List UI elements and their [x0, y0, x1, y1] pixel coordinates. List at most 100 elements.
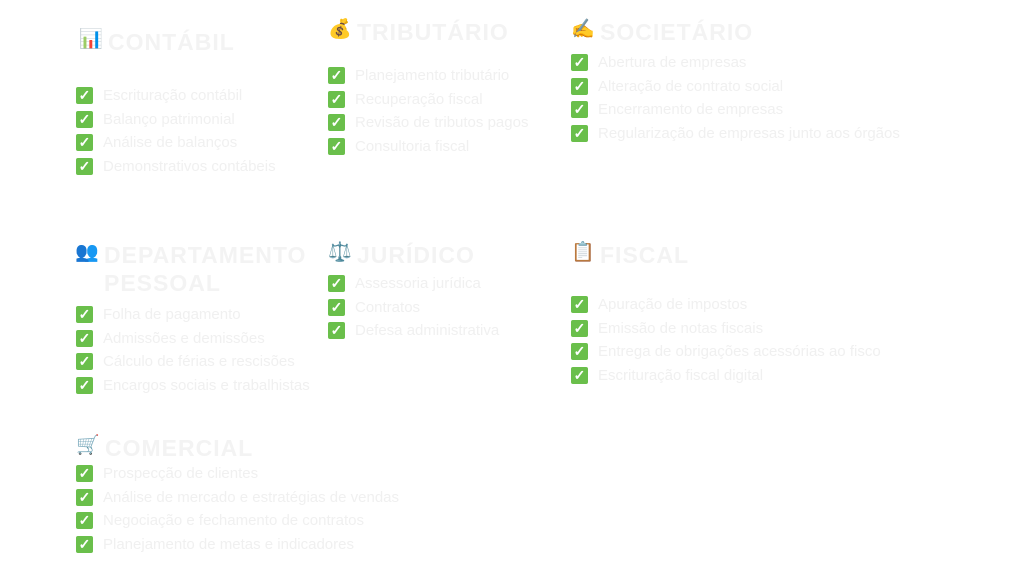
section-departamento-pessoal: 👥DEPARTAMENTO PESSOAL ✓ Folha de pagament…	[75, 241, 316, 398]
list-item: ✓ Prospecção de clientes	[76, 462, 399, 486]
list-item: ✓ Folha de pagamento	[76, 303, 316, 327]
section-comercial: 🛒COMERCIAL ✓ Prospecção de clientes ✓ Anál…	[76, 434, 399, 557]
list-item: ✓ Admissões e demissões	[76, 327, 316, 351]
check-icon: ✓	[328, 137, 345, 155]
item-text: Entrega de obrigações acessórias ao fisc…	[598, 343, 881, 361]
writing-hand-icon: ✍️	[571, 19, 595, 40]
item-text: Revisão de tributos pagos	[355, 114, 529, 132]
check-icon: ✓	[328, 67, 345, 85]
check-icon: ✓	[76, 306, 93, 324]
list-item: ✓ Apuração de impostos	[571, 293, 881, 317]
item-text: Balanço patrimonial	[103, 110, 235, 128]
item-text: Encargos sociais e trabalhistas	[103, 376, 310, 394]
section-fiscal: 📋FISCAL ✓ Apuração de impostos ✓ Emissão d…	[571, 241, 881, 388]
list-item: ✓ Emissão de notas fiscais	[571, 317, 881, 341]
check-icon: ✓	[571, 77, 588, 95]
list-item: ✓ Entrega de obrigações acessórias ao fis…	[571, 340, 881, 364]
list-item: ✓ Análise de balanços	[76, 131, 276, 155]
check-icon: ✓	[76, 353, 93, 371]
item-text: Assessoria jurídica	[355, 275, 481, 293]
list-item: ✓ Recuperação fiscal	[328, 88, 528, 112]
check-icon: ✓	[328, 114, 345, 132]
list-item: ✓ Regularização de empresas junto aos órg…	[571, 122, 900, 146]
section-title: TRIBUTÁRIO	[357, 19, 509, 45]
item-text: Apuração de impostos	[598, 296, 748, 314]
item-text: Abertura de empresas	[598, 54, 747, 72]
list-item: ✓ Cálculo de férias e rescisões	[76, 350, 316, 374]
list-item: ✓ Alteração de contrato social	[571, 75, 900, 99]
list-item: ✓ Defesa administrativa	[328, 319, 499, 343]
item-text: Escrituração contábil	[103, 87, 243, 105]
section-title: SOCIETÁRIO	[600, 19, 754, 45]
check-icon: ✓	[76, 535, 93, 553]
item-text: Demonstrativos contábeis	[103, 157, 276, 175]
list-item: ✓ Análise de mercado e estratégias de ven…	[76, 486, 399, 510]
section-title: JURÍDICO	[357, 242, 475, 268]
check-icon: ✓	[328, 322, 345, 340]
item-text: Planejamento de metas e indicadores	[103, 535, 354, 553]
check-icon: ✓	[76, 488, 93, 506]
list-item: ✓ Escrituração fiscal digital	[571, 364, 881, 388]
list-item: ✓ Demonstrativos contábeis	[76, 155, 276, 179]
list-item: ✓ Planejamento tributário	[328, 64, 528, 88]
list-item: ✓ Assessoria jurídica	[328, 272, 499, 296]
check-icon: ✓	[76, 512, 93, 530]
check-icon: ✓	[76, 465, 93, 483]
section-contabil: 📊CONTÁBIL ✓ Escrituração contábil ✓ Balanç…	[76, 28, 276, 178]
shopping-cart-icon: 🛒	[76, 435, 100, 456]
section-title: DEPARTAMENTO PESSOAL	[104, 242, 307, 296]
check-icon: ✓	[328, 298, 345, 316]
scales-icon: ⚖️	[328, 242, 352, 263]
check-icon: ✓	[328, 275, 345, 293]
list-item: ✓ Encargos sociais e trabalhistas	[76, 374, 316, 398]
item-text: Recuperação fiscal	[355, 90, 483, 108]
item-text: Contratos	[355, 298, 421, 316]
item-text: Análise de mercado e estratégias de vend…	[103, 488, 400, 506]
money-bag-icon: 💰	[328, 19, 352, 40]
item-text: Alteração de contrato social	[598, 77, 784, 95]
list-item: ✓ Abertura de empresas	[571, 51, 900, 75]
check-icon: ✓	[571, 101, 588, 119]
item-text: Planejamento tributário	[355, 67, 510, 85]
item-text: Consultoria fiscal	[355, 137, 470, 155]
item-text: Cálculo de férias e rescisões	[103, 353, 295, 371]
check-icon: ✓	[571, 124, 588, 142]
bar-chart-icon: 📊	[79, 29, 103, 50]
item-text: Escrituração fiscal digital	[598, 366, 764, 384]
check-icon: ✓	[571, 319, 588, 337]
check-icon: ✓	[571, 366, 588, 384]
item-text: Prospecção de clientes	[103, 465, 259, 483]
list-item: ✓Encerramento de empresas	[571, 98, 900, 122]
item-text: Defesa administrativa	[355, 322, 500, 340]
check-icon: ✓	[76, 329, 93, 347]
section-title: FISCAL	[600, 242, 690, 268]
list-item: ✓ Contratos	[328, 296, 499, 320]
item-text: Emissão de notas fiscais	[598, 319, 764, 337]
check-icon: ✓	[571, 343, 588, 361]
section-juridico: ⚖️JURÍDICO ✓ Assessoria jurídica ✓ Contrat…	[328, 241, 499, 343]
section-title: CONTÁBIL	[108, 29, 235, 55]
check-icon: ✓	[76, 376, 93, 394]
section-title: COMERCIAL	[105, 435, 254, 461]
check-icon: ✓	[571, 54, 588, 72]
check-icon: ✓	[76, 134, 93, 152]
item-text: Admissões e demissões	[103, 329, 265, 347]
clipboard-icon: 📋	[571, 242, 595, 263]
list-item: ✓ Escrituração contábil	[76, 84, 276, 108]
check-icon: ✓	[76, 87, 93, 105]
item-text: Folha de pagamento	[103, 306, 241, 324]
list-item: ✓ Planejamento de metas e indicadores	[76, 533, 399, 557]
people-icon: 👥	[75, 242, 99, 263]
list-item: ✓ Revisão de tributos pagos	[328, 111, 528, 135]
list-item: ✓ Balanço patrimonial	[76, 108, 276, 132]
item-text: Negociação e fechamento de contratos	[103, 512, 364, 530]
check-icon: ✓	[328, 90, 345, 108]
check-icon: ✓	[76, 110, 93, 128]
list-item: ✓ Negociação e fechamento de contratos	[76, 509, 399, 533]
check-icon: ✓	[571, 296, 588, 314]
check-icon: ✓	[76, 157, 93, 175]
item-text: Regularização de empresas junto aos órgã…	[598, 124, 900, 142]
item-text: Análise de balanços	[103, 134, 238, 152]
section-societario: ✍️SOCIETÁRIO ✓ Abertura de empresas ✓ Alte…	[571, 18, 900, 146]
section-tributario: 💰TRIBUTÁRIO ✓ Planejamento tributário ✓ Re…	[328, 18, 528, 158]
